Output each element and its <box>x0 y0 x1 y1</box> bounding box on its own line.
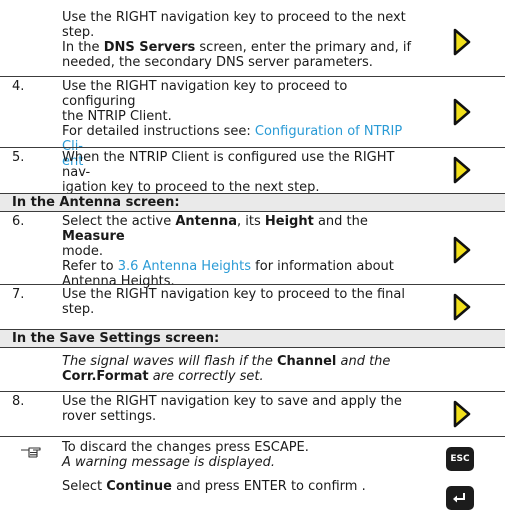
text-run: for information about <box>251 259 394 274</box>
right-arrow-key-icon <box>453 28 471 56</box>
step-number: 7. <box>12 287 25 302</box>
step-number: 6. <box>12 214 25 229</box>
bold-term: DNS Servers <box>103 40 196 55</box>
text-run: and press ENTER to confirm . <box>171 479 366 494</box>
step-text: When the NTRIP Client is configured use … <box>62 150 422 195</box>
text-run: The signal waves will flash if the <box>62 354 277 369</box>
step-text: Use the RIGHT navigation key to save and… <box>62 394 422 424</box>
step-text: Use the RIGHT navigation key to proceed … <box>62 287 422 317</box>
text-run: and the <box>313 214 368 229</box>
note-text: The signal waves will flash if the Chann… <box>62 354 422 384</box>
link-antenna-heights[interactable]: 3.6 Antenna Heights <box>117 259 252 274</box>
text-run: Refer to <box>62 259 118 274</box>
step-number: 5. <box>12 150 25 165</box>
enter-key-icon <box>446 486 474 510</box>
esc-key-label: ESC <box>450 454 470 464</box>
step-number: 4. <box>12 79 25 94</box>
text-line: Refer to 3.6 Antenna Heights for informa… <box>62 259 422 274</box>
section-header-antenna: In the Antenna screen: <box>0 193 505 211</box>
text-run: are correctly set. <box>148 369 264 384</box>
step-text: Use the RIGHT navigation key to proceed … <box>62 10 422 70</box>
step-row-6: 6. Select the active Antenna, its Height… <box>0 211 505 289</box>
text-line: needed, the secondary DNS server paramet… <box>62 55 373 70</box>
bold-term: Channel <box>277 354 337 369</box>
note-row: The signal waves will flash if the Chann… <box>0 347 505 391</box>
text-line: To discard the changes press ESCAPE. <box>62 440 309 455</box>
bold-term: Measure <box>62 229 125 244</box>
text-line: Use the RIGHT navigation key to proceed … <box>62 79 348 109</box>
step-number: 8. <box>12 394 25 409</box>
right-arrow-key-icon <box>453 236 471 264</box>
text-line: Select the active Antenna, its Height an… <box>62 214 422 244</box>
pointing-hand-icon <box>21 447 41 458</box>
text-line: For detailed instructions see: Configura… <box>62 124 422 154</box>
text-run: For detailed instructions see: <box>62 124 255 139</box>
right-arrow-key-icon <box>453 98 471 126</box>
bold-term: Corr.Format <box>62 369 149 384</box>
step-row-5: 5. When the NTRIP Client is configured u… <box>0 147 505 195</box>
text-line: the NTRIP Client. <box>62 109 172 124</box>
text-line: mode. <box>62 244 103 259</box>
text-line: When the NTRIP Client is configured use … <box>62 150 395 180</box>
step-text: Use the RIGHT navigation key to proceed … <box>62 79 422 169</box>
text-run: screen, enter the primary and, if <box>195 40 412 55</box>
text-run: In the <box>62 40 104 55</box>
step-row-4: 4. Use the RIGHT navigation key to proce… <box>0 76 505 169</box>
link-ntrip-configuration[interactable]: Configuration of NTRIP Cli- <box>62 124 403 154</box>
text-line: The signal waves will flash if the Chann… <box>62 354 422 369</box>
text-line: rover settings. <box>62 409 157 424</box>
enter-arrow-glyph <box>453 493 465 503</box>
step-row-7: 7. Use the RIGHT navigation key to proce… <box>0 284 505 329</box>
text-line: Corr.Format are correctly set. <box>62 369 422 384</box>
text-line: Use the RIGHT navigation key to proceed … <box>62 10 406 25</box>
right-arrow-key-icon <box>453 156 471 184</box>
text-line: Use the RIGHT navigation key to save and… <box>62 394 402 409</box>
right-arrow-key-icon <box>453 293 471 321</box>
text-line: igation key to proceed to the next step. <box>62 180 320 195</box>
text-run: , its <box>237 214 265 229</box>
step-row-8: 8. Use the RIGHT navigation key to save … <box>0 391 505 436</box>
text-line: step. <box>62 302 95 317</box>
text-line: In the DNS Servers screen, enter the pri… <box>62 40 422 55</box>
text-run: Select the active <box>62 214 176 229</box>
section-header-save-settings: In the Save Settings screen: <box>0 329 505 347</box>
step-text: Select the active Antenna, its Height an… <box>62 214 422 289</box>
tip-row <box>0 436 505 521</box>
bold-term: Height <box>264 214 314 229</box>
bold-term: Continue <box>106 479 172 494</box>
text-line: step. <box>62 25 95 40</box>
esc-key-icon: ESC <box>446 447 474 471</box>
text-line: Select Continue and press ENTER to confi… <box>62 479 422 494</box>
text-line: Antenna Heights. <box>62 274 175 289</box>
step-row-continuation: Use the RIGHT navigation key to proceed … <box>0 0 505 76</box>
tip-text: To discard the changes press ESCAPE. A w… <box>62 440 422 494</box>
right-arrow-key-icon <box>453 400 471 428</box>
text-run: and the <box>336 354 391 369</box>
text-line: Use the RIGHT navigation key to proceed … <box>62 287 405 302</box>
text-line: ent <box>62 154 422 169</box>
link-ntrip-configuration-cont[interactable]: ent <box>62 154 84 169</box>
text-run: Select <box>62 479 107 494</box>
text-line: A warning message is displayed. <box>62 455 276 470</box>
bold-term: Antenna <box>175 214 237 229</box>
